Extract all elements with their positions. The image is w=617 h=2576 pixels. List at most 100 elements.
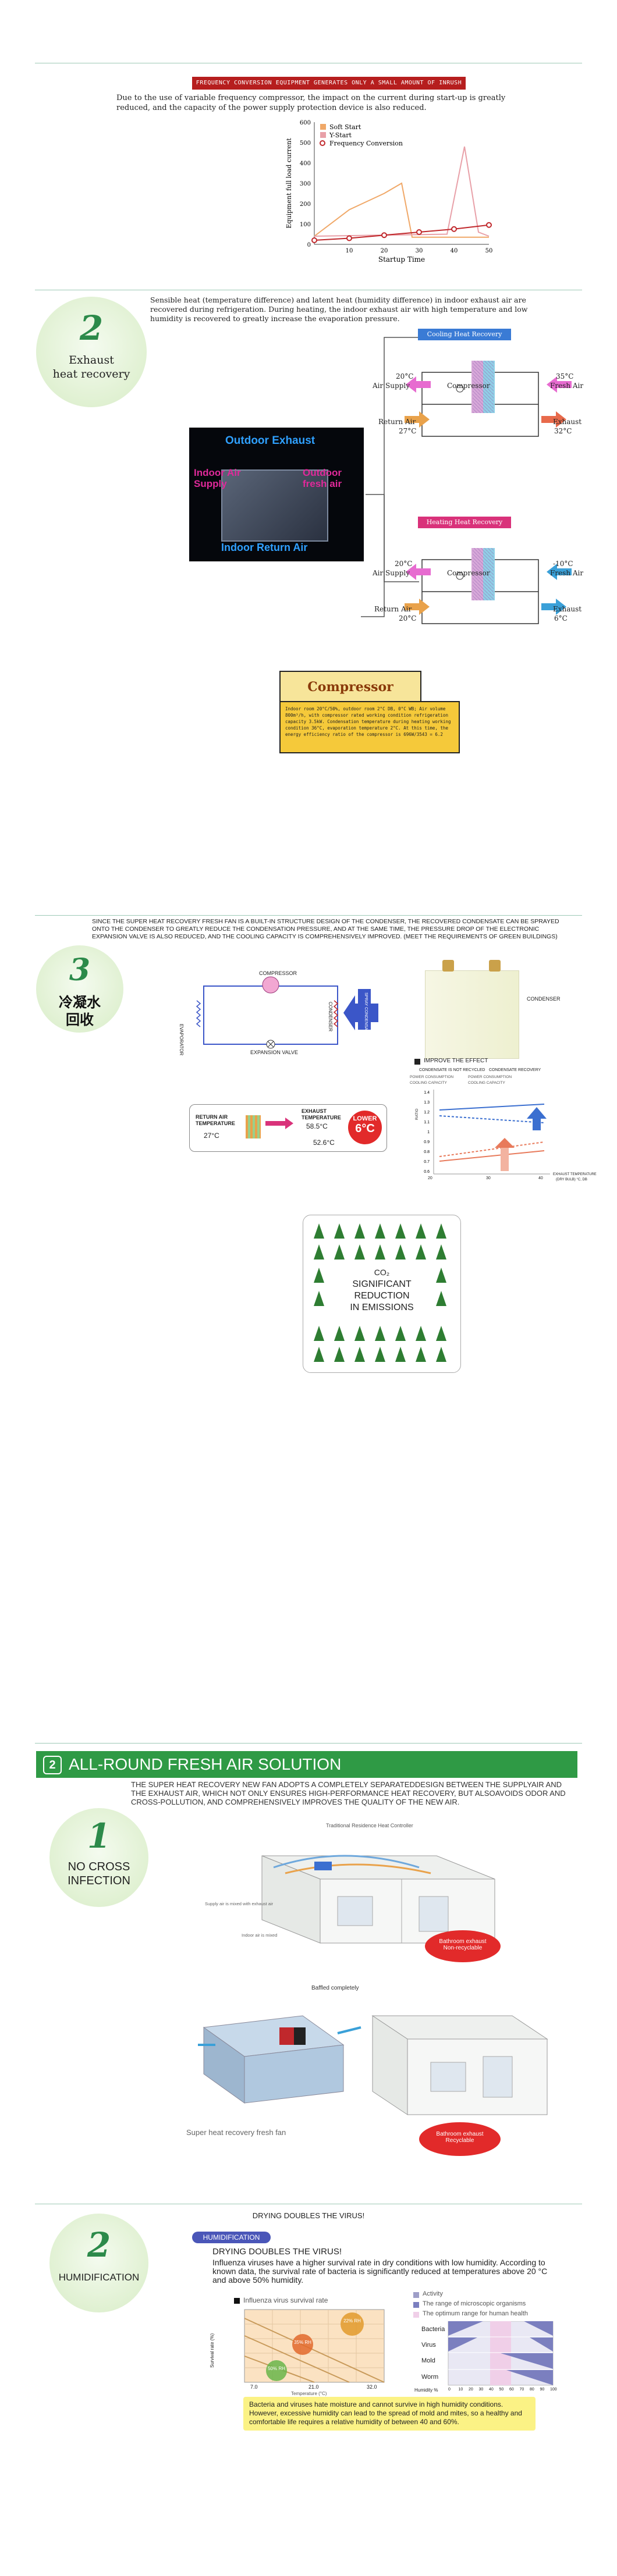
emission-line3: IN EMISSIONS xyxy=(350,1303,414,1312)
tree-icon xyxy=(395,1244,406,1259)
humidity-tick: 20 xyxy=(469,2388,473,2392)
bubble-22: 22% RH xyxy=(343,2318,361,2324)
cooling-return-temp: 27°C xyxy=(399,427,417,435)
y-tick-label: 0 xyxy=(307,242,311,248)
heating-diagram xyxy=(405,548,572,624)
data-point xyxy=(311,237,317,243)
tree-icon xyxy=(395,1326,406,1341)
legend-optimum: The optimum range for human health xyxy=(423,2310,528,2317)
tree-icon xyxy=(314,1268,324,1283)
series-line-1 xyxy=(314,146,490,237)
tree-icon xyxy=(416,1223,426,1239)
cop-text-box: Indoor room 20°C/50%, outdoor room 2°C D… xyxy=(279,701,460,753)
section-title-line2: heat recovery xyxy=(52,368,130,380)
tree-icon xyxy=(314,1223,324,1239)
inrush-banner: FREQUENCY CONVERSION EQUIPMENT GENERATES… xyxy=(192,77,466,99)
legend-label: Soft Start xyxy=(329,123,361,131)
spray-nozzle-icon xyxy=(489,960,501,972)
tree-icon xyxy=(436,1347,446,1362)
effect-y-tick: 0.9 xyxy=(424,1140,430,1144)
survival-ylabel: Survival rate (%) xyxy=(210,2333,215,2368)
unit-body xyxy=(221,469,328,542)
co2-label: CO₂ xyxy=(374,1268,390,1277)
bathroom-recyclable-badge: Bathroom exhaust Recyclable xyxy=(419,2122,501,2156)
cop-text: Indoor room 20°C/50%, outdoor room 2°C D… xyxy=(285,706,451,737)
effect-y-tick: 1.2 xyxy=(424,1111,430,1115)
humid-paragraph: Influenza viruses have a higher survival… xyxy=(212,2258,548,2285)
legend-marker xyxy=(320,124,326,130)
caption-a: Supply air is mixed with exhaust air xyxy=(205,1901,274,1906)
legend-marker xyxy=(320,132,326,138)
emission-box: CO₂ SIGNIFICANT REDUCTION IN EMISSIONS xyxy=(303,1215,461,1373)
effect-y-tick: 1.1 xyxy=(424,1120,430,1125)
cooling-exhaust-label: Exhaust xyxy=(553,418,582,426)
fresh-air-banner: 2 ALL-ROUND FRESH AIR SOLUTION xyxy=(36,1751,577,1778)
effect-xtick: 20 xyxy=(428,1176,432,1180)
legend-marker xyxy=(320,140,325,146)
traditional-house-illustration xyxy=(261,1855,495,1944)
row-bacteria: Bacteria xyxy=(421,2326,445,2333)
effect-xlabel-1: EXHAUST TEMPERATURE xyxy=(553,1173,597,1176)
bathroom-top-line2: Non-recyclable xyxy=(443,1945,483,1951)
data-point xyxy=(416,229,422,235)
section-number: 2 xyxy=(79,308,104,348)
arrow-head-icon xyxy=(285,1118,293,1129)
humidity-tick: 90 xyxy=(540,2388,545,2392)
fresh-fan-caption: Super heat recovery fresh fan xyxy=(186,2128,286,2137)
humidity-tick: 60 xyxy=(509,2388,514,2392)
tree-icon xyxy=(436,1291,446,1306)
emission-line1: SIGNIFICANT xyxy=(352,1279,412,1289)
heating-return-temp: 20°C xyxy=(399,614,417,622)
evaporator-label: EVAPORATOR xyxy=(179,1024,184,1056)
micro-swatch xyxy=(413,2302,419,2308)
cool-left: COOLING CAPACITY xyxy=(410,1081,447,1085)
humidification-badge: 2 HUMIDIFICATION xyxy=(49,2214,148,2312)
refrigeration-cycle-diagram xyxy=(196,976,378,1049)
tree-icon xyxy=(436,1268,446,1283)
tree-icon xyxy=(436,1244,446,1259)
data-point xyxy=(486,222,492,228)
survival-title: Influenza virus survival rate xyxy=(243,2296,328,2304)
humidity-note-box: Bacteria and viruses hate moisture and c… xyxy=(243,2397,536,2431)
legend-activity: Activity xyxy=(423,2290,443,2297)
outdoor-exhaust-label: Outdoor Exhaust xyxy=(225,435,315,447)
survival-legend-square xyxy=(234,2298,240,2304)
effect-y-tick: 0.6 xyxy=(424,1170,430,1174)
traditional-caption: Traditional Residence Heat Controller xyxy=(326,1823,413,1828)
tree-icon xyxy=(354,1244,365,1259)
effect-xtick: 40 xyxy=(538,1176,543,1180)
banner-title: ALL-ROUND FRESH AIR SOLUTION xyxy=(69,1755,342,1773)
tree-icon xyxy=(334,1244,345,1259)
bathroom-bot-line2: Recyclable xyxy=(445,2137,474,2144)
cooling-supply-temp: 20°C xyxy=(396,372,414,380)
cop-title-box: Compressor COP6.2 xyxy=(279,671,421,725)
cooling-title: Cooling Heat Recovery xyxy=(418,329,511,340)
lower-badge: LOWER 6°C xyxy=(348,1111,382,1144)
row-virus: Virus xyxy=(421,2342,436,2349)
tree-icon xyxy=(395,1347,406,1362)
section-number: 2 xyxy=(87,2225,111,2265)
heating-exhaust-temp: 6°C xyxy=(554,614,568,622)
fresh-air-paragraph: THE SUPER HEAT RECOVERY NEW FAN ADOPTS A… xyxy=(131,1780,566,1806)
heating-exhaust-label: Exhaust xyxy=(553,605,582,613)
section-title-line1: Exhaust xyxy=(69,354,114,367)
heating-title: Heating Heat Recovery xyxy=(418,517,511,528)
effect-y-tick: 1.3 xyxy=(424,1101,430,1105)
activity-swatch xyxy=(413,2292,419,2298)
tree-icon xyxy=(416,1347,426,1362)
tree-icon xyxy=(375,1244,385,1259)
section-divider xyxy=(35,1743,582,1744)
compressor-label: COMPRESSOR xyxy=(259,970,297,976)
data-point xyxy=(451,226,457,232)
condenser-right-label: CONDENSER xyxy=(527,996,561,1002)
series-line-2 xyxy=(314,224,490,241)
tree-icon xyxy=(334,1347,345,1362)
bathroom-top-line1: Bathroom exhaust xyxy=(439,1938,487,1945)
x-axis-label: Startup Time xyxy=(378,255,425,264)
section-title-line2: INFECTION xyxy=(68,1874,130,1887)
effect-xlabel-2: (DRY BULB) °C, DB xyxy=(556,1178,587,1182)
y-tick-label: 600 xyxy=(300,120,311,126)
tree-icon xyxy=(375,1223,385,1239)
return-air-temperature-label: RETURN AIR TEMPERATURE xyxy=(196,1114,235,1126)
